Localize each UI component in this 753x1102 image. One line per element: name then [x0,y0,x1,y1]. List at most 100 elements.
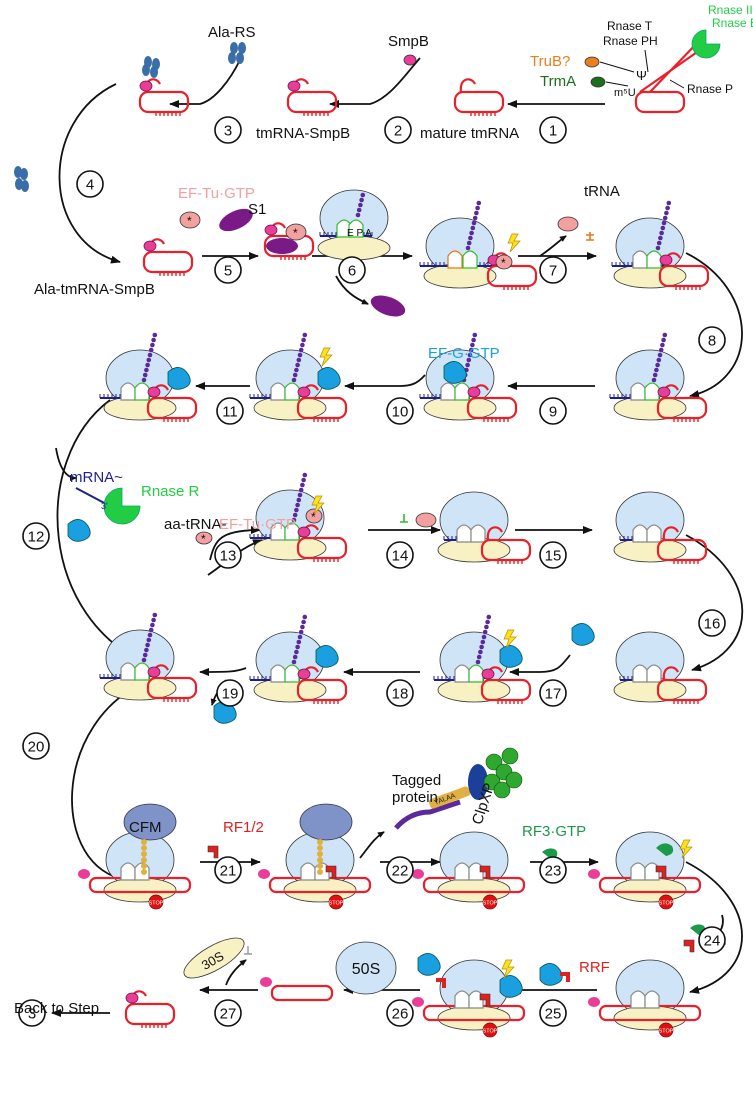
tmrna-ribosome-step18 [296,666,348,704]
trna-ribosome-step10b-b [284,382,300,401]
step-number-27: 27 [214,999,242,1027]
bolt-step10 [319,347,333,367]
peptide-residue [146,637,152,643]
trna-e-step8 [632,250,648,269]
peptide-residue [480,639,486,645]
gtp-star: * [311,510,316,524]
stop-text: STOP [483,900,498,906]
tag-residue [317,845,323,851]
step-circle [216,679,244,707]
arrow-step16 [685,534,744,672]
tmrna-ribosome-step9 [656,384,708,422]
s1-protein-free [219,208,253,232]
smpb-protein [147,386,161,398]
peptide-residue [661,220,667,226]
arrow-step4 [58,83,121,264]
arrow-step24 [685,861,743,994]
peptide-residue [472,332,478,338]
tmrna-ribosome-step20-start [146,664,198,702]
step-circle [539,397,567,425]
step-number-text: 24 [704,933,721,950]
step-number-24: 24 [698,926,726,954]
step-number-text: 6 [348,263,356,280]
label-ala-tmrna-smpb: Ala-tmRNA-SmpB [34,281,155,298]
peptide-residue [296,497,302,503]
step-number-23: 23 [539,856,567,884]
smpb-protein [297,526,311,538]
peptide-residue [465,245,471,251]
ef-g-released-step12 [67,519,91,542]
smpb-step26 [260,977,272,987]
peptide-residue [356,207,362,213]
ala-rs-subunit [15,178,23,190]
trna-ribosome-step20-start-a [120,662,136,681]
stop-text: STOP [483,1028,498,1034]
smpb-protein [297,386,311,398]
trna-ribosome-step17-b [468,664,484,683]
trna-ribosome-step22-a [300,862,316,881]
ala-rs-subunit [144,56,152,68]
tagged-protein-clpxp: YALAA [394,747,523,830]
step-number-text: 14 [392,548,409,565]
peptide-residue [651,377,657,383]
peptide-residue [295,362,300,368]
peptide-residue [298,347,304,353]
tag-residue [317,863,323,869]
peptide-residue [662,332,668,338]
mature-tmrna [453,78,505,116]
peptide-residue [150,342,155,348]
label-rrf: RRF [579,959,610,976]
tmrna-acceptor-arm [459,78,476,93]
step-number-26: 26 [386,999,414,1027]
rf12-free [207,845,219,859]
trna-ribosome-step20-start-b [134,662,150,681]
step-number-3: 3 [214,116,242,144]
step-circle [386,856,414,884]
ala-rs-subunit [20,168,28,180]
step-number-10: 10 [386,397,414,425]
peptide-residue [657,352,663,358]
ef-g-bound-step26 [499,975,523,998]
smpb-ribosome-step23 [412,869,424,879]
peptide-residue [148,627,154,633]
trna-ribosome-step26-a [454,990,470,1009]
ribosome-30s [613,877,687,903]
protein-shape [195,531,213,545]
peptide-residue [298,487,304,493]
tmrna-ribosome-step17 [480,666,532,704]
clpp-subunit [493,781,511,799]
smpb-ribosome-step21 [78,869,90,879]
tmrna-smpb-ala-rs-complex [138,78,190,116]
tmrna-ribosome-step16 [656,666,708,704]
step-circle [539,116,567,144]
ef-tu-gtp-free: * [179,211,201,229]
tag-residue [141,845,147,851]
arrow-step22-out [359,831,385,859]
trna-released-step14 [400,514,408,523]
step-circle [338,256,366,284]
tmrna-ribosome-step15b [656,526,708,564]
arrow-step7-out [539,235,567,257]
ribosome-30s [613,1005,687,1031]
peptide-residue [658,347,664,353]
peptide-residue [468,347,474,353]
trna-ribosome-step16-b [646,664,662,683]
tag-residue [317,857,323,863]
peptide-residue [298,629,304,635]
peptide-residue [147,632,153,638]
step-number-19: 19 [216,679,244,707]
ala-rs-subunit [14,166,22,178]
peptide-residue [484,624,489,630]
protein-shape [179,211,201,229]
ef-tu-gdp-released [557,216,579,232]
peptide-residue [292,372,298,378]
peptide-residue [471,337,476,343]
peptide-residue [300,624,305,630]
label-epa: E P A [347,228,372,239]
label-tmrna-smpb: tmRNA-SmpB [256,125,350,142]
label-cfm: CFM [129,819,162,836]
stop-text: STOP [149,900,164,906]
peptide-residue [481,634,487,640]
protein-shape [403,54,417,66]
